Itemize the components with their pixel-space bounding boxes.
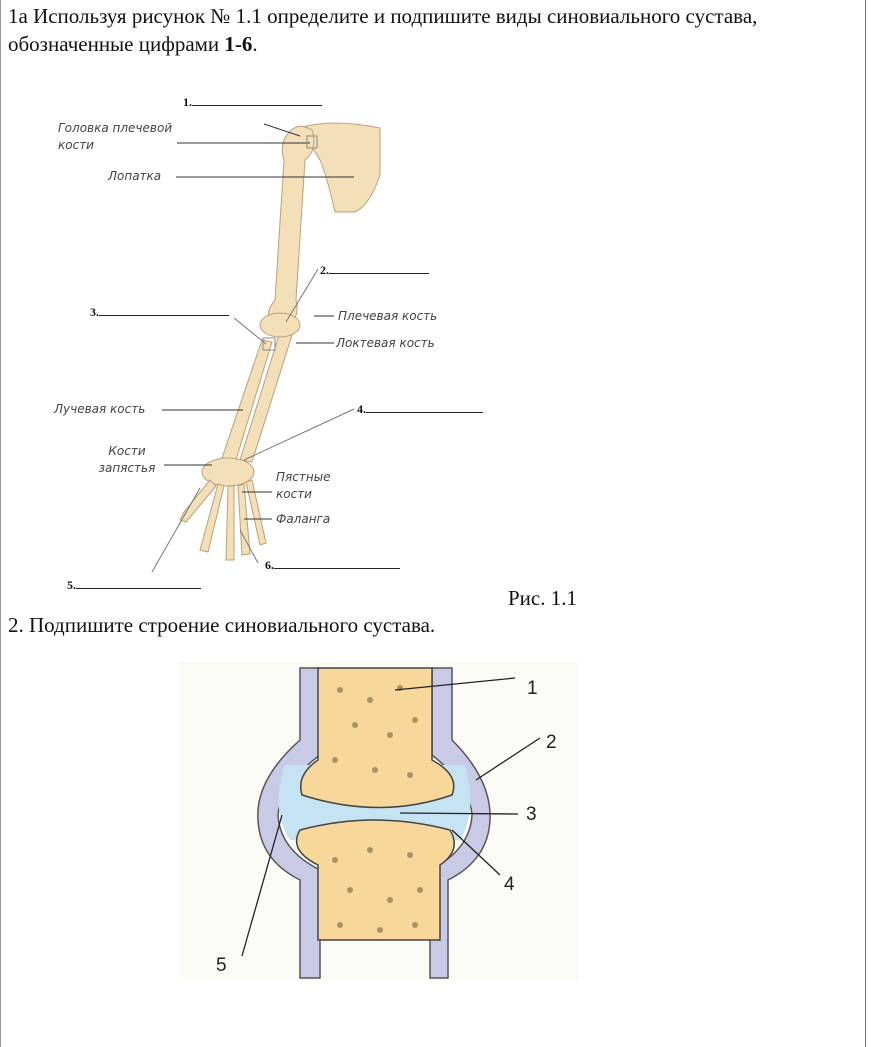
blank-3-number: 3. <box>90 305 99 319</box>
label-carpals: Кости запястья <box>98 444 156 475</box>
label-ulna: Локтевая кость <box>336 336 435 350</box>
question-1: 1а Используя рисунок № 1.1 определите и … <box>8 2 858 58</box>
joint-number-4: 4 <box>504 874 515 895</box>
question-1-text: 1а Используя рисунок № 1.1 определите и … <box>8 4 758 56</box>
figure-caption: Рис. 1.1 <box>508 586 577 610</box>
scapula-shape <box>299 122 381 213</box>
question-1-end: . <box>252 32 258 56</box>
humerus-shape <box>267 125 315 326</box>
label-radius: Лучевая кость <box>54 402 146 416</box>
blank-4-number: 4. <box>357 402 366 416</box>
question-1-bold: 1-6 <box>224 32 253 56</box>
joint-number-1: 1 <box>527 678 538 699</box>
label-metacarpals: Пястные кости <box>276 470 331 501</box>
label-scapula: Лопатка <box>108 169 162 183</box>
question-2: 2. Подпишите строение синовиального суст… <box>8 613 436 637</box>
blank-3[interactable]: 3. <box>90 304 229 320</box>
joint-number-5: 5 <box>216 955 227 976</box>
blank-6-number: 6. <box>265 558 274 572</box>
blank-5[interactable]: 5. <box>67 577 201 593</box>
label-humerus: Плечевая кость <box>338 309 438 323</box>
blank-5-number: 5. <box>67 578 76 592</box>
page-left-border <box>0 0 1 1047</box>
blank-2[interactable]: 2. <box>320 262 429 278</box>
blank-1[interactable]: 1. <box>183 94 322 110</box>
blank-6[interactable]: 6. <box>265 557 400 573</box>
label-phalanx: Фаланга <box>276 512 331 526</box>
blank-4[interactable]: 4. <box>357 401 483 417</box>
joint-number-3: 3 <box>526 804 537 825</box>
blank-2-number: 2. <box>320 263 329 277</box>
page-right-border <box>865 0 866 1047</box>
label-humerus-head: Головка плечевой кости <box>58 121 173 152</box>
joint-number-2: 2 <box>546 732 557 753</box>
blank-1-number: 1. <box>183 95 192 109</box>
